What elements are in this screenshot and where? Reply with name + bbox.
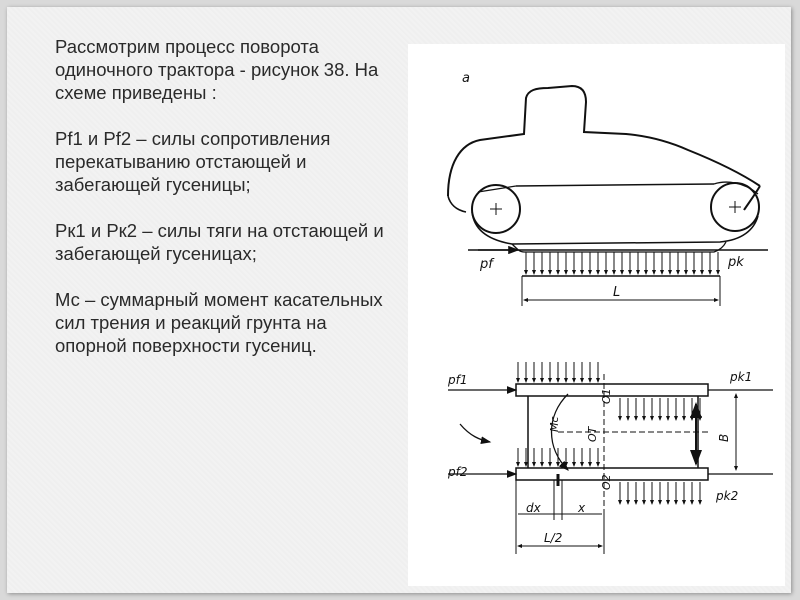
label-o1: O1: [600, 388, 613, 404]
label-pk2: pk2: [715, 489, 738, 503]
track-lower: [471, 211, 759, 245]
body-front-edge: [743, 185, 761, 211]
label-o2: O2: [600, 474, 613, 490]
label-pk: pk: [727, 255, 744, 270]
label-length: L: [613, 285, 620, 300]
lower-right-pressure: [618, 482, 702, 505]
label-pk1: pk1: [729, 370, 752, 384]
ground-pressure-arrows: [524, 252, 720, 275]
turn-arrow: [459, 423, 492, 445]
upper-right-pressure: [618, 398, 702, 421]
tractor-diagram: a pf pk: [408, 44, 785, 586]
slide-frame: Рассмотрим процесс поворота одиночного т…: [7, 7, 791, 593]
lower-left-pressure: [516, 448, 600, 467]
label-pf: pf: [479, 257, 495, 272]
rear-fender: [447, 195, 467, 213]
paragraph-pf: Pf1 и Pf2 – силы сопротивления перекатыв…: [55, 128, 331, 195]
label-mc: Mc: [548, 416, 561, 432]
paragraph-pk: Рк1 и Рк2 – силы тяги на отстающей и заб…: [55, 220, 384, 264]
paragraph-mc: Мс – суммарный момент касательных сил тр…: [55, 289, 383, 356]
label-half-length: L/2: [544, 531, 562, 545]
tractor-body: [447, 84, 761, 197]
label-pf2: pf2: [447, 465, 467, 479]
paragraph-intro: Рассмотрим процесс поворота одиночного т…: [55, 36, 379, 103]
track-upper: [515, 183, 715, 187]
label-dx: dx: [526, 501, 542, 515]
label-x: x: [577, 501, 586, 515]
label-ot: OT: [586, 425, 599, 442]
moment-arc: [550, 393, 569, 471]
tractor-diagram-svg: a pf pk: [447, 71, 773, 554]
upper-left-pressure: [516, 362, 600, 383]
label-pf1: pf1: [447, 373, 467, 387]
slide-text: Рассмотрим процесс поворота одиночного т…: [55, 35, 400, 380]
label-b: B: [717, 434, 731, 442]
rear-wheel: [471, 184, 521, 234]
label-a: a: [462, 71, 470, 86]
